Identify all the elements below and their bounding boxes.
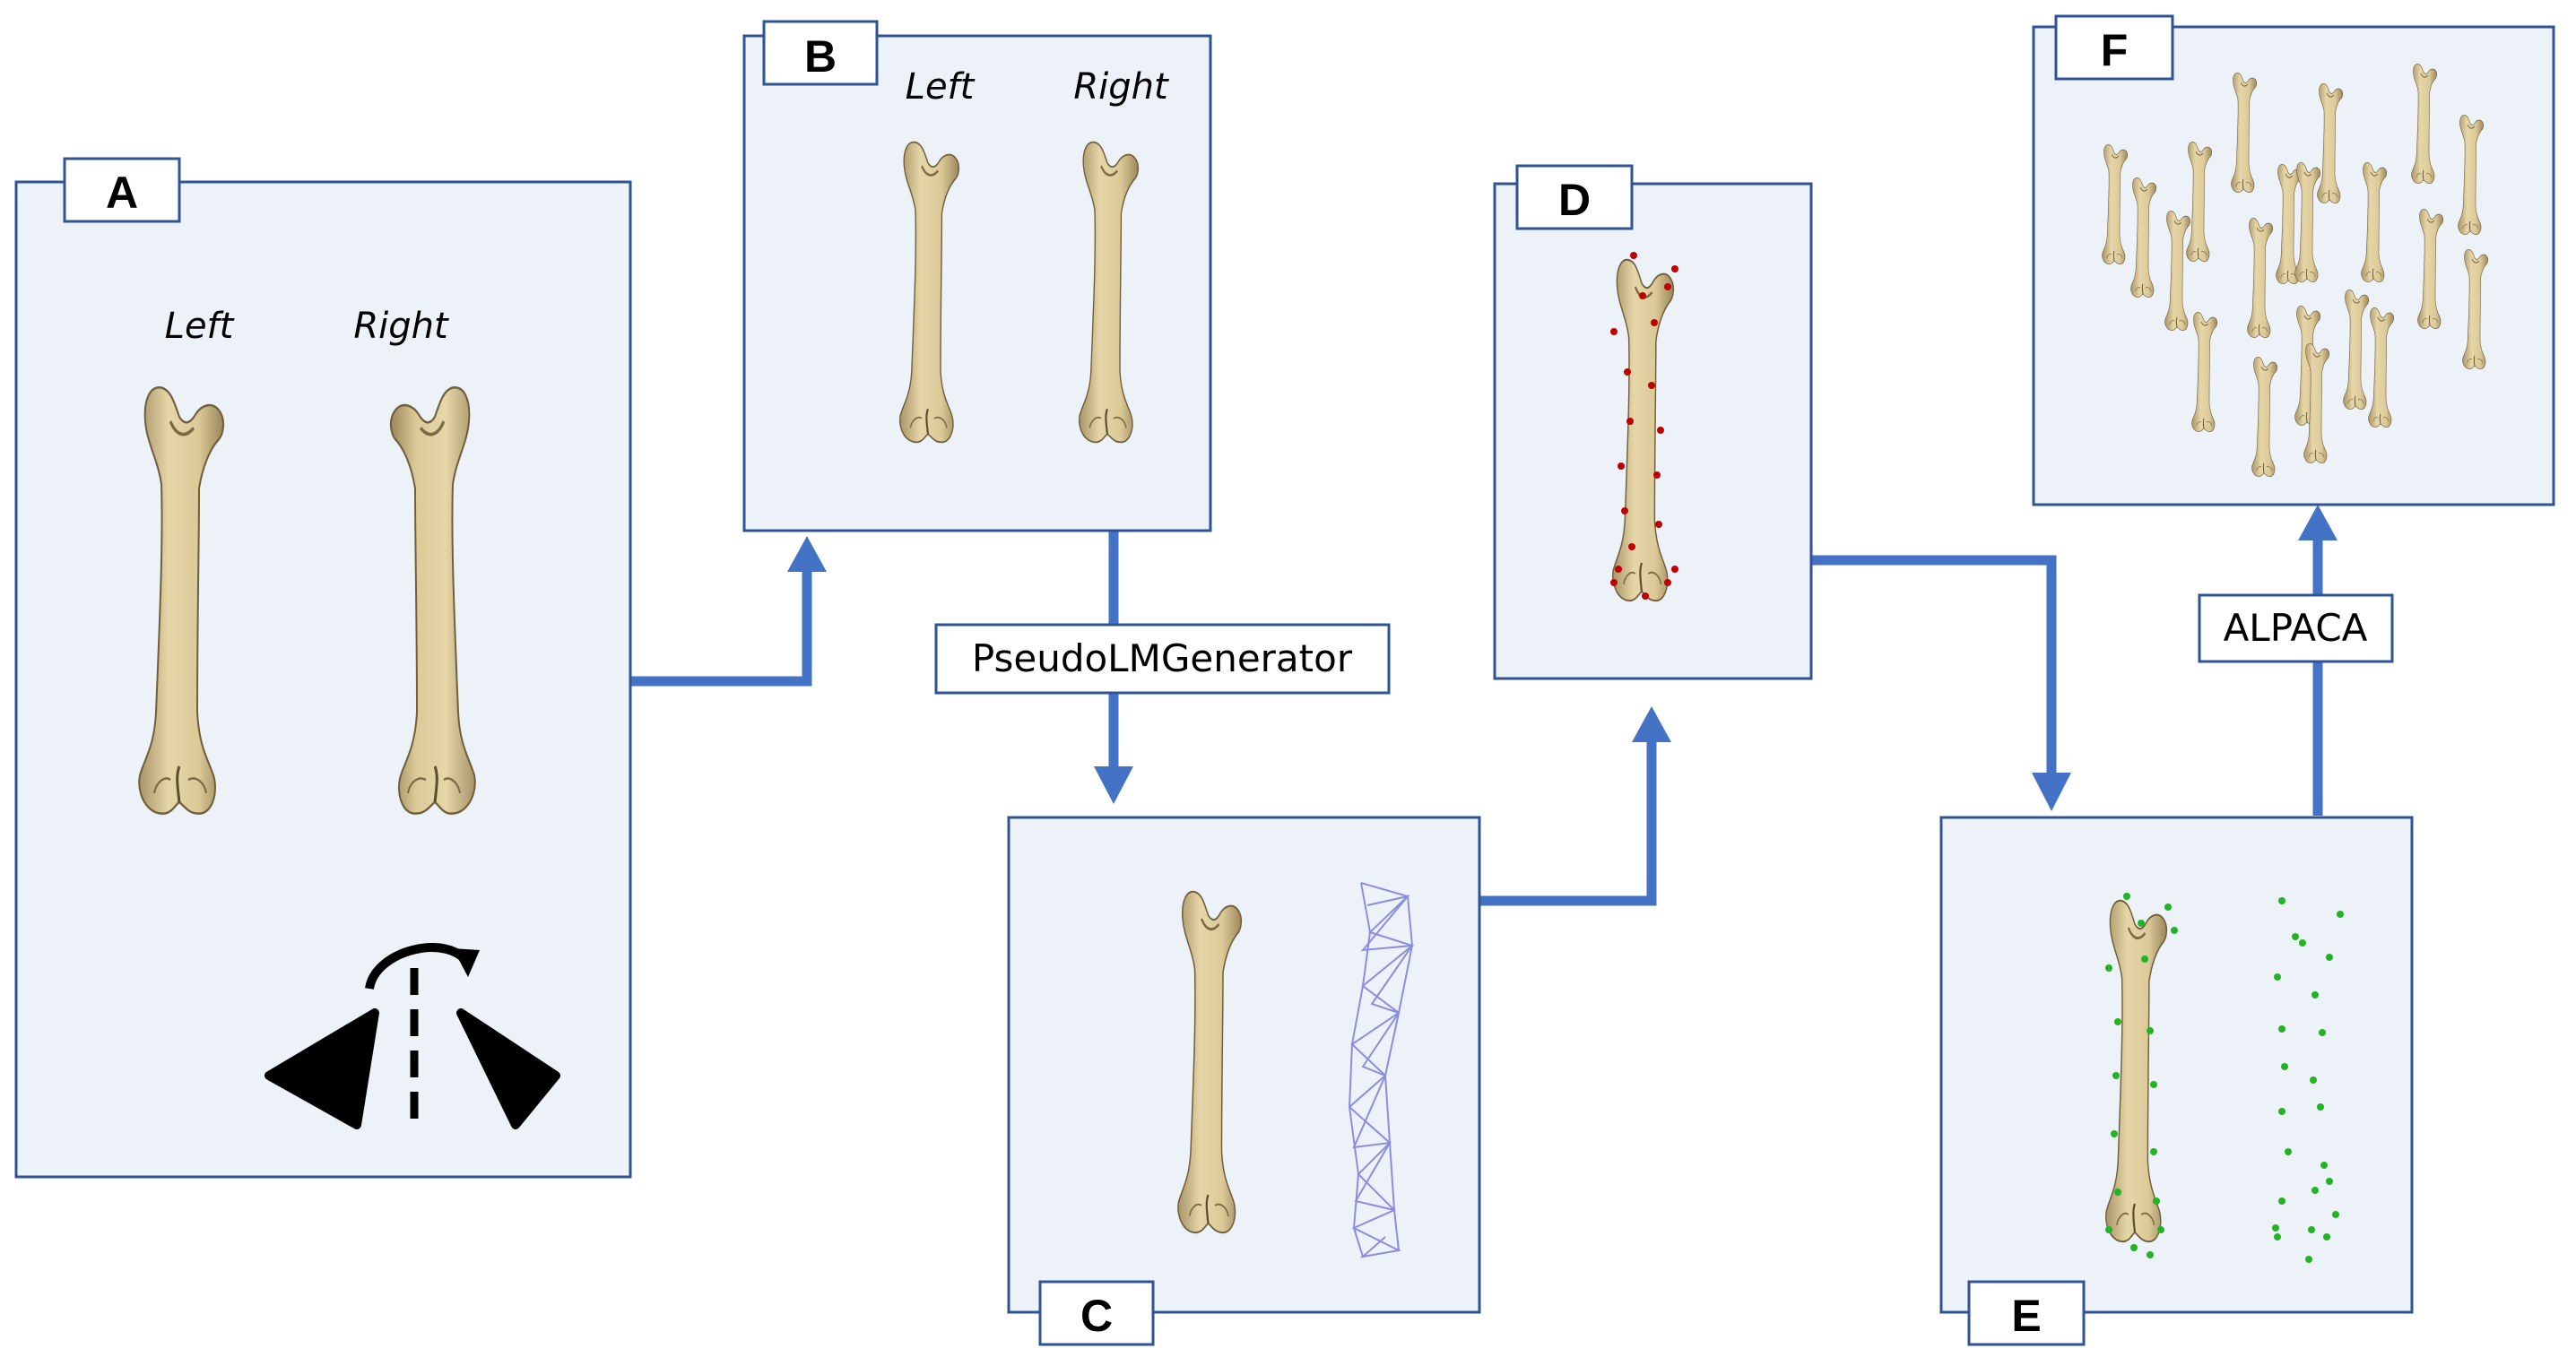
green-landmarks-on-bone — [2105, 893, 2178, 1258]
panel-b-letter: B — [804, 31, 837, 82]
panel-b-left-label: Left — [906, 66, 976, 108]
panel-f-letter: F — [2101, 25, 2129, 75]
arrow-a-to-b — [630, 560, 812, 687]
step-pseudolm: PseudoLMGenerator — [934, 623, 1391, 695]
panel-a-left-label: Left — [165, 306, 235, 347]
wireframe-icon — [1348, 882, 1415, 1258]
mirror-icon — [265, 943, 560, 1131]
panel-b: B Left Right — [742, 20, 1212, 532]
connectors — [630, 529, 2323, 906]
panel-b-right-label: Right — [1073, 66, 1169, 108]
arrowhead-c — [1094, 766, 1133, 804]
panel-c: C — [1007, 816, 1481, 1346]
step-alpaca: ALPACA — [2198, 593, 2394, 663]
panel-d-letter: D — [1558, 175, 1591, 225]
arrow-d-to-e — [1811, 555, 2057, 780]
arrowhead-e — [2032, 773, 2071, 811]
panel-e: E — [1939, 816, 2414, 1346]
step-alpaca-label: ALPACA — [2224, 606, 2368, 650]
step-pseudolm-label: PseudoLMGenerator — [972, 636, 1353, 680]
panel-c-letter: C — [1080, 1291, 1113, 1341]
arrowheads — [787, 505, 2337, 811]
arrow-c-to-d — [1479, 731, 1657, 906]
panel-d: D — [1493, 164, 1813, 680]
panel-a: A Left Right — [14, 157, 632, 1179]
green-landmark-cloud — [2272, 897, 2344, 1263]
red-landmarks — [1610, 252, 1678, 600]
panel-a-right-label: Right — [353, 306, 449, 347]
panel-e-letter: E — [2011, 1291, 2041, 1341]
arrowhead-b — [787, 536, 827, 572]
panel-a-letter: A — [106, 168, 138, 218]
panel-f: F — [2032, 14, 2555, 506]
arrowhead-d — [1632, 706, 1671, 742]
arrowhead-f — [2298, 505, 2337, 540]
